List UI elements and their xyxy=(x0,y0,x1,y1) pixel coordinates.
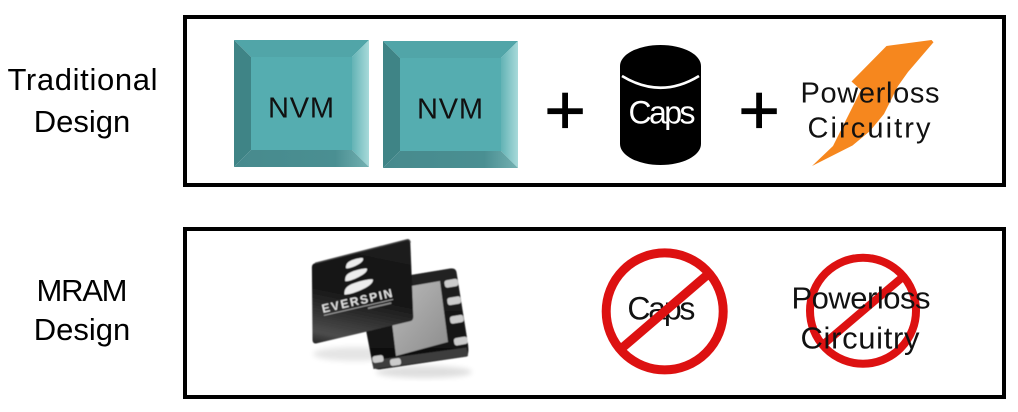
svg-text:Powerloss: Powerloss xyxy=(801,78,940,110)
svg-text:Powerloss: Powerloss xyxy=(792,281,931,316)
svg-text:Caps: Caps xyxy=(629,94,696,130)
svg-text:Design: Design xyxy=(34,312,131,347)
svg-text:MRAM: MRAM xyxy=(37,273,128,308)
svg-text:Circuitry: Circuitry xyxy=(801,321,921,356)
svg-text:Design: Design xyxy=(34,104,131,139)
svg-text:NVM: NVM xyxy=(417,94,483,126)
svg-text:NVM: NVM xyxy=(268,93,334,125)
svg-text:Circuitry: Circuitry xyxy=(808,113,932,145)
svg-text:Traditional: Traditional xyxy=(8,62,158,97)
